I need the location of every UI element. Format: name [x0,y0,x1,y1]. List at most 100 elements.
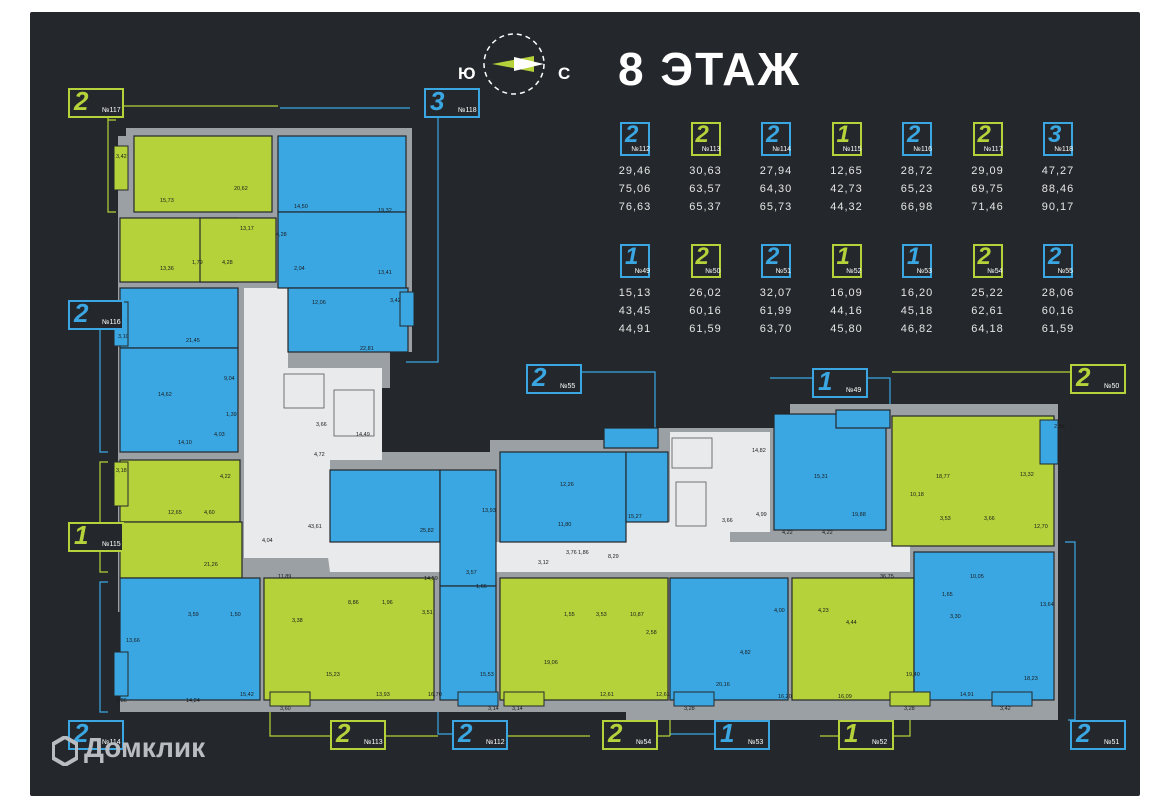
room-area-label: 3,28 [684,706,695,712]
room-area-label: 15,73 [160,198,174,204]
room-area-label: 10,05 [970,574,984,580]
room-area-label: 13,36 [160,266,174,272]
room-area-label: 4,03 [214,432,225,438]
unit-area-value: 60,16 [689,305,722,317]
room-area-label: 12,61 [656,692,670,698]
unit-area-value: 26,02 [689,287,722,299]
plan-unit-number: №49 [846,387,862,394]
plan-unit-badge-116[interactable]: 2 №116 [68,298,124,330]
room-area-label: 3,12 [538,560,549,566]
plan-unit-badge-115[interactable]: 1 №115 [68,520,124,552]
room-area-label: 1,65 [942,592,953,598]
plan-unit-number: №54 [636,739,652,746]
compass-north-label: С [558,64,571,83]
room-area-label: 18,77 [936,474,950,480]
room-area-label: 4,23 [818,608,829,614]
room-area-label: 4,22 [782,530,793,536]
blue-units [119,135,1055,701]
unit-area-value: 88,46 [1041,183,1075,195]
room-area-label: 1,39 [226,412,237,418]
plan-unit-badge-117[interactable]: 2 №117 [68,86,124,118]
plan-unit-number: №117 [102,107,121,114]
room-area-label: 14,59 [424,576,438,582]
plan-unit-rooms: 2 [458,718,473,748]
unit-rooms: 1 [836,243,850,270]
plan-unit-rooms: 2 [532,362,547,392]
unit-number: №113 [701,146,721,153]
room-area-label: 14,62 [158,392,172,398]
room-area-label: 1,96 [382,600,393,606]
room-area-label: 8,29 [608,554,619,560]
floor-title: 8 ЭТАЖ [618,43,802,95]
room-area-label: 18,23 [1024,676,1038,682]
unit-rooms: 2 [977,121,991,148]
unit-area-value: 64,18 [971,323,1004,335]
room-area-label: 15,23 [326,672,340,678]
room-area-label: 3,53 [596,612,607,618]
room-area-label: 13,32 [1020,472,1034,478]
room-area-label: 3,66 [722,518,733,524]
room-area-label: 3,42 [390,298,401,304]
room-area-label: 4,04 [262,538,273,544]
room-area-label: 1,55 [564,612,575,618]
room-area-label: 14,24 [186,698,200,704]
room-area-label: 3,10 [118,334,129,340]
plan-unit-number: №116 [102,319,121,326]
room-area-label: 3,60 [280,706,291,712]
plan-unit-rooms: 1 [74,520,89,550]
plan-unit-rooms: 2 [336,718,351,748]
room-area-label: 3,51 [422,610,433,616]
room-area-label: 16,09 [838,694,852,700]
unit-area-value: 60,16 [1041,305,1075,317]
unit-number: №114 [772,146,791,153]
unit-area-value: 29,09 [971,165,1004,177]
unit-area-value: 76,63 [618,201,652,213]
room-area-label: 3,42 [116,154,127,160]
plan-unit-number: №115 [102,541,121,548]
room-area-label: 13,93 [376,692,390,698]
plan-unit-number: №112 [486,739,505,746]
room-area-label: 15,27 [628,514,642,520]
room-area-label: 14,82 [752,448,766,454]
unit-number: №116 [913,146,932,153]
plan-unit-number: №114 [102,739,121,746]
plan-unit-rooms: 1 [720,718,735,748]
plan-unit-rooms: 2 [74,298,89,328]
room-area-label: 19,32 [378,208,392,214]
room-area-label: 2,58 [646,630,657,636]
unit-area-value: 65,23 [900,183,934,195]
plan-unit-rooms: 2 [74,86,89,116]
room-area-label: 21,45 [186,338,200,344]
plan-unit-number: №118 [458,107,477,114]
plan-unit-badge-112[interactable]: 2 №112 [452,718,508,750]
room-area-label: 20,16 [716,682,730,688]
room-area-label: 19,88 [852,512,866,518]
room-area-label: 16,20 [778,694,792,700]
